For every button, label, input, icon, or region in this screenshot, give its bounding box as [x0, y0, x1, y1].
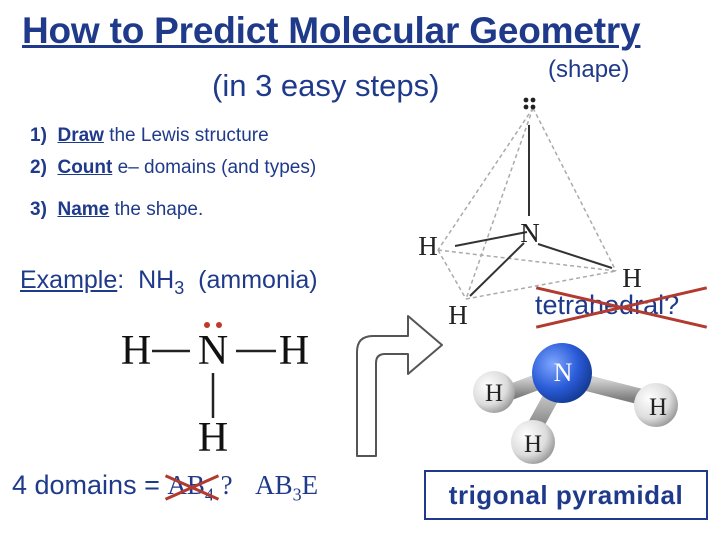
- tetra-atom-n: N: [520, 218, 540, 248]
- answer-text: trigonal pyramidal: [448, 479, 684, 510]
- answer-box: trigonal pyramidal: [424, 470, 708, 520]
- step-2: 2) Count e– domains (and types): [30, 157, 316, 179]
- lewis-atom-h-right: H: [279, 328, 309, 374]
- domains-question: ?: [213, 470, 233, 500]
- correct-formula-main: AB: [255, 470, 293, 500]
- tetrahedron-diagram: N H H H: [418, 97, 642, 330]
- correct-formula-subscript: 3: [292, 484, 302, 505]
- step-number: 3): [30, 199, 47, 220]
- step-verb: Draw: [57, 125, 104, 146]
- tetra-edge: [437, 107, 534, 251]
- step-number: 2): [30, 157, 47, 178]
- step-text: the shape.: [109, 199, 204, 220]
- example-label: Example: [20, 266, 118, 294]
- ball-atom-n: N: [554, 358, 573, 387]
- step-text: e– domains (and types): [112, 157, 317, 178]
- tetra-edge: [532, 107, 617, 272]
- ball-atom-h-left: H: [485, 380, 503, 407]
- crossed-formula: AB4: [165, 470, 220, 505]
- tetra-atom-h-bottom: H: [448, 300, 468, 330]
- lewis-atom-h-left: H: [121, 328, 151, 374]
- lone-pair-dot: [523, 97, 529, 103]
- n-h-bond: [469, 242, 525, 297]
- step-text: the Lewis structure: [103, 125, 269, 146]
- tetra-edge: [437, 249, 617, 272]
- page-title: How to Predict Molecular Geometry: [22, 10, 641, 51]
- tetra-edge: [437, 249, 467, 300]
- ball-stick-model: N H H H: [473, 343, 678, 464]
- example-formula: NH: [138, 266, 175, 294]
- lone-pair-dot: [530, 104, 536, 110]
- example-name: (ammonia): [198, 266, 318, 294]
- domains-prefix: 4 domains =: [12, 470, 168, 500]
- lone-pair-dot: [523, 104, 529, 110]
- example-formula-subscript: 3: [174, 278, 185, 298]
- domains-row: 4 domains = AB4 ? AB3E: [12, 470, 318, 505]
- nitrogen-atom-ball: [532, 343, 592, 403]
- tetra-atom-h-left: H: [418, 231, 438, 261]
- ball-atom-h-bottom: H: [524, 431, 542, 458]
- ball-atom-h-right: H: [649, 394, 667, 421]
- n-h-bond: [454, 231, 528, 247]
- correct-formula-end: E: [301, 470, 319, 500]
- example-line: Example: NH3 (ammonia): [20, 266, 318, 299]
- hydrogen-atom-ball: [473, 371, 515, 413]
- example-colon: :: [117, 266, 125, 294]
- lone-pair-dot: [204, 322, 210, 328]
- tetra-edge: [465, 270, 617, 300]
- subtitle: (in 3 easy steps): [212, 68, 440, 103]
- step-number: 1): [30, 125, 47, 146]
- lone-pair-dot: [530, 97, 536, 103]
- lone-pair-dot: [216, 322, 222, 328]
- tetra-edge: [465, 107, 534, 300]
- n-h-bond: [537, 243, 613, 269]
- shape-note: (shape): [548, 56, 630, 83]
- curved-arrow-icon: [356, 315, 443, 457]
- lewis-atom-h-bottom: H: [198, 415, 228, 461]
- lewis-atom-n: N: [198, 328, 228, 374]
- lewis-structure: N H H H: [121, 322, 309, 461]
- tetra-atom-h-right: H: [622, 263, 642, 293]
- step-3: 3) Name the shape.: [30, 199, 203, 221]
- step-1: 1) Draw the Lewis structure: [30, 125, 269, 147]
- step-verb: Count: [57, 157, 113, 178]
- hydrogen-atom-ball: [634, 383, 678, 427]
- step-verb: Name: [57, 199, 110, 220]
- hydrogen-atom-ball: [511, 420, 555, 464]
